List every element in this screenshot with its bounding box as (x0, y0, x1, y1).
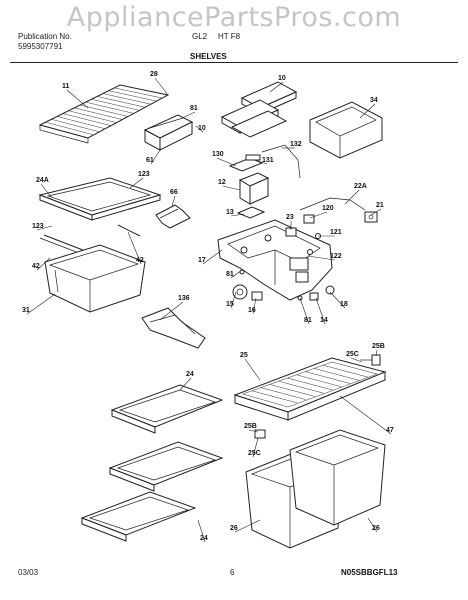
callout-81: 81 (190, 105, 198, 112)
callout-26: 26 (230, 525, 238, 532)
callout-10: 10 (198, 125, 206, 132)
callout-123: 123 (32, 223, 44, 230)
model-number-partial: GL2 (192, 32, 208, 41)
connector-21 (364, 211, 378, 223)
dispenser-housing-17 (217, 219, 333, 301)
callout-122: 122 (330, 253, 342, 260)
callout-25B: 25B (372, 343, 385, 350)
callout-25B: 25B (244, 423, 257, 430)
door-shelf-24-upper (110, 384, 224, 434)
callout-15: 15 (226, 301, 234, 308)
callout-16: 16 (248, 307, 256, 314)
callout-120: 120 (322, 205, 334, 212)
callout-23: 23 (286, 214, 294, 221)
crisper-drawer-31 (44, 244, 146, 313)
callout-123: 123 (138, 171, 150, 178)
callout-17: 17 (198, 257, 206, 264)
callout-42: 42 (32, 263, 40, 270)
publication-label: Publication No. (18, 32, 72, 41)
footer-page-number: 6 (230, 568, 235, 577)
drawer-handle-136 (141, 307, 206, 349)
header-rule (10, 62, 458, 63)
glass-shelf-24A (38, 177, 162, 221)
section-title: SHELVES (190, 52, 227, 61)
callout-13: 13 (226, 209, 234, 216)
crisper-drawer-26-right (289, 429, 386, 526)
ice-bucket-12 (238, 172, 270, 205)
part-13 (236, 206, 266, 219)
callout-22A: 22A (354, 183, 367, 190)
callout-130: 130 (212, 151, 224, 158)
callout-25C: 25C (248, 450, 261, 457)
publication-number: 5995307791 (18, 42, 63, 51)
fasteners (232, 269, 335, 301)
callout-81: 81 (226, 271, 234, 278)
callout-21: 21 (376, 202, 384, 209)
ice-bin-parts-130-131 (228, 144, 301, 179)
callout-11: 11 (62, 83, 70, 90)
callout-18: 18 (340, 301, 348, 308)
callout-81: 81 (304, 317, 312, 324)
callout-25: 25 (240, 352, 248, 359)
callout-132: 132 (290, 141, 302, 148)
watermark: AppliancePartsPros.com (66, 2, 402, 33)
callout-136: 136 (178, 295, 190, 302)
callout-131: 131 (262, 157, 274, 164)
callout-31: 31 (22, 307, 30, 314)
model-number-suffix: HT F8 (218, 32, 241, 41)
callout-24: 24 (186, 371, 194, 378)
drawing-code: N05SBBGFL13 (341, 568, 398, 577)
door-shelf-24-middle (108, 441, 224, 492)
callout-24A: 24A (36, 177, 49, 184)
callout-28: 28 (150, 71, 158, 78)
callout-61: 61 (146, 157, 154, 164)
callout-34: 34 (370, 97, 378, 104)
ice-tray-10-front (230, 110, 288, 138)
switch-components (285, 197, 366, 255)
callout-12: 12 (218, 179, 226, 186)
callout-24: 24 (200, 535, 208, 542)
crisper-cover-47 (233, 357, 387, 421)
callout-25C: 25C (346, 351, 359, 358)
callout-10: 10 (278, 75, 286, 82)
callout-66: 66 (170, 189, 178, 196)
callout-42: 42 (136, 257, 144, 264)
callout-26: 26 (372, 525, 380, 532)
door-shelf-24-lower (80, 491, 197, 542)
footer-date: 03/03 (18, 568, 39, 577)
callout-47: 47 (386, 427, 394, 434)
shelf-bracket-61 (143, 114, 194, 151)
crisper-support-66 (155, 204, 191, 229)
callout-121: 121 (330, 229, 342, 236)
storage-bin-34 (309, 101, 383, 159)
callout-14: 14 (320, 317, 328, 324)
wire-shelf-11 (38, 84, 170, 144)
